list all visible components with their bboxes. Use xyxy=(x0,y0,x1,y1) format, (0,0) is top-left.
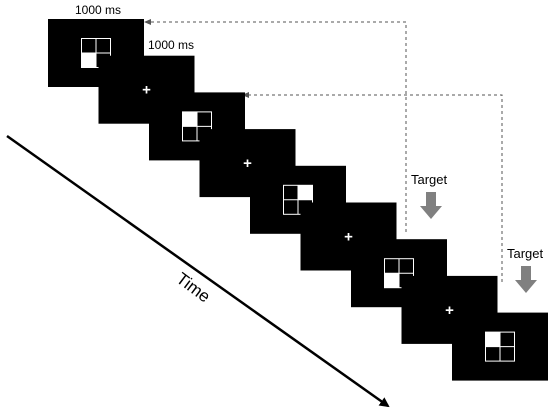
fixation-cross: + xyxy=(243,155,252,172)
time-arrow xyxy=(6,134,390,408)
filled-cell xyxy=(298,185,313,200)
filled-cell xyxy=(485,332,500,347)
dashed-link-second-arrowhead xyxy=(242,92,249,98)
target-label-first: Target xyxy=(411,172,448,187)
target-arrow-second-icon xyxy=(515,266,537,293)
dashed-link-first-arrowhead xyxy=(144,19,151,25)
fixation-cross: + xyxy=(344,229,353,246)
stimulus-duration-label: 1000 ms xyxy=(75,3,121,17)
filled-cell xyxy=(182,111,197,127)
screen-3 xyxy=(149,92,245,161)
dashed-link-second-target xyxy=(245,94,503,282)
fixation-cross: + xyxy=(142,82,151,99)
filled-cell xyxy=(384,273,399,288)
stimulus-screens: + + + + xyxy=(48,19,548,381)
dashed-links xyxy=(144,19,503,282)
dashed-link-first-target xyxy=(147,21,407,232)
fixation-duration-label: 1000 ms xyxy=(148,38,194,52)
target-label-second: Target xyxy=(507,246,544,261)
screen-9 xyxy=(452,312,548,381)
target-arrow-first-icon xyxy=(420,192,442,219)
filled-cell xyxy=(81,53,96,68)
time-axis-label: Time xyxy=(173,269,214,307)
fixation-cross: + xyxy=(445,302,454,319)
